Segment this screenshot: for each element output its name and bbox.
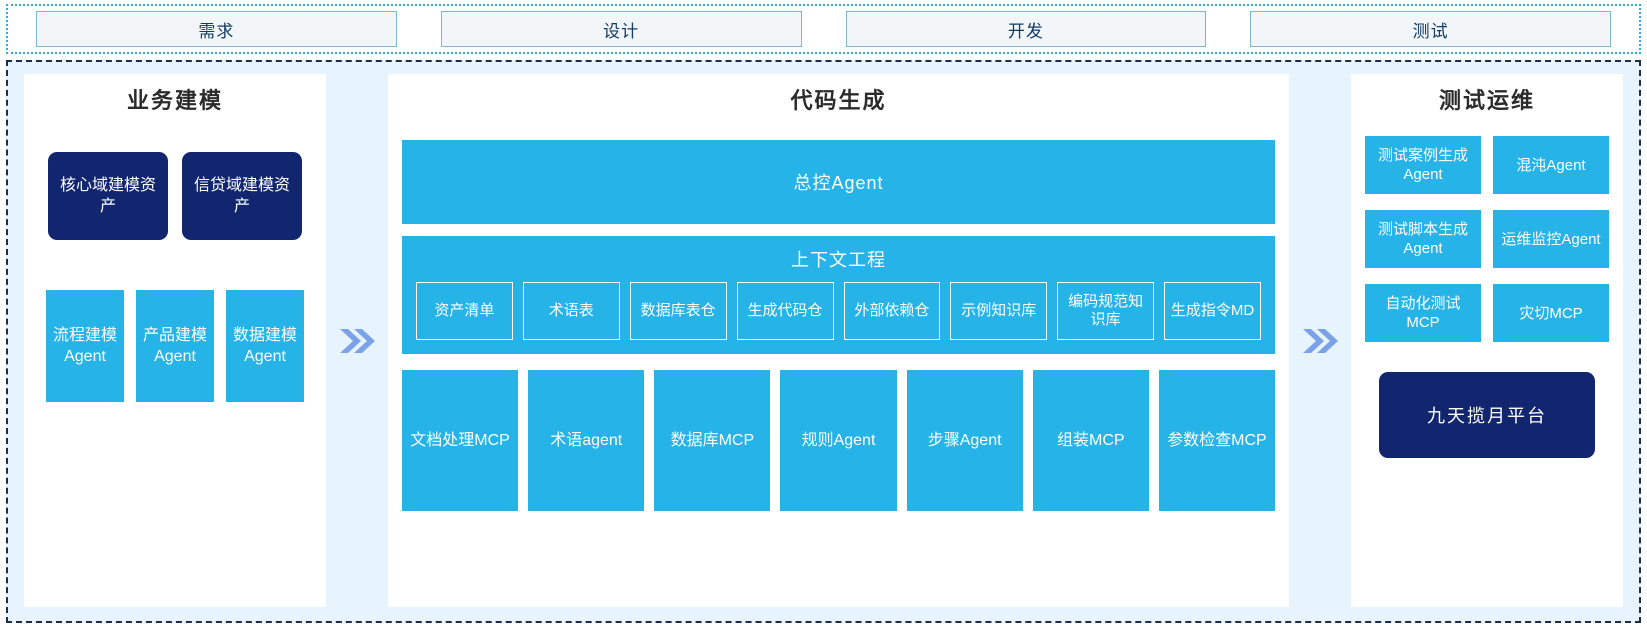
phase-bar: 需求 设计 开发 测试 [6, 4, 1641, 54]
context-chip-generation-instruction-md[interactable]: 生成指令MD [1164, 282, 1261, 341]
stage-panel-code-generation: 代码生成 总控Agent 上下文工程 资产清单 术语表 数据库表仓 生成代码仓 … [388, 74, 1289, 607]
context-chip-glossary[interactable]: 术语表 [522, 282, 620, 341]
stage-panel-test-ops: 测试运维 测试案例生成Agent 混沌Agent 测试脚本生成Agent 运维监… [1351, 74, 1623, 607]
context-chip-generated-code-repo[interactable]: 生成代码仓 [736, 282, 834, 341]
tool-card-terminology-agent[interactable]: 术语agent [528, 370, 645, 512]
agent-card-process-modeling[interactable]: 流程建模Agent [46, 290, 124, 403]
business-agent-row: 流程建模Agent 产品建模Agent 数据建模Agent [38, 290, 312, 403]
context-engineering-block: 上下文工程 资产清单 术语表 数据库表仓 生成代码仓 外部依赖仓 示例知识库 编… [402, 236, 1275, 355]
ops-card-disaster-switch-mcp[interactable]: 灾切MCP [1493, 284, 1609, 343]
code-generation-tool-row: 文档处理MCP 术语agent 数据库MCP 规则Agent 步骤Agent 组… [402, 370, 1275, 512]
context-chip-db-table-repo[interactable]: 数据库表仓 [629, 282, 727, 341]
stage-title-test-ops: 测试运维 [1438, 88, 1535, 113]
phase-tab-testing[interactable]: 测试 [1250, 11, 1611, 47]
context-engineering-title: 上下文工程 [791, 250, 886, 271]
asset-card-core-domain[interactable]: 核心域建模资产 [48, 152, 168, 241]
context-chip-row: 资产清单 术语表 数据库表仓 生成代码仓 外部依赖仓 示例知识库 编码规范知识库… [416, 282, 1261, 341]
stage-panel-business-modeling: 业务建模 核心域建模资产 信贷域建模资产 流程建模Agent 产品建模Agent… [24, 74, 326, 607]
context-chip-example-knowledge-base[interactable]: 示例知识库 [950, 282, 1048, 341]
context-chip-asset-list[interactable]: 资产清单 [416, 282, 513, 341]
context-chip-coding-standard-knowledge-base[interactable]: 编码规范知识库 [1057, 282, 1155, 341]
stage-title-code-generation: 代码生成 [790, 88, 887, 113]
tool-card-database-mcp[interactable]: 数据库MCP [654, 370, 771, 512]
business-asset-row: 核心域建模资产 信贷域建模资产 [38, 152, 312, 241]
context-chip-external-dependency-repo[interactable]: 外部依赖仓 [843, 282, 941, 341]
connector-code-to-test [1289, 74, 1351, 607]
double-chevron-right-icon [1300, 326, 1340, 356]
ops-card-operations-monitoring-agent[interactable]: 运维监控Agent [1493, 210, 1609, 269]
platform-card-jiutian-lanyue[interactable]: 九天揽月平台 [1379, 372, 1595, 459]
master-agent-bar[interactable]: 总控Agent [402, 140, 1275, 225]
ops-card-test-script-generation-agent[interactable]: 测试脚本生成Agent [1365, 210, 1481, 269]
ops-card-automated-testing-mcp[interactable]: 自动化测试MCP [1365, 284, 1481, 343]
phase-tab-requirements[interactable]: 需求 [36, 11, 397, 47]
connector-business-to-code [326, 74, 388, 607]
tool-card-parameter-check-mcp[interactable]: 参数检查MCP [1158, 370, 1275, 512]
stage-title-business-modeling: 业务建模 [126, 88, 223, 113]
ops-card-test-case-generation-agent[interactable]: 测试案例生成Agent [1365, 136, 1481, 195]
agent-card-product-modeling[interactable]: 产品建模Agent [136, 290, 214, 403]
tool-card-document-processing-mcp[interactable]: 文档处理MCP [402, 370, 519, 512]
phase-tab-design[interactable]: 设计 [440, 11, 802, 47]
asset-card-credit-domain[interactable]: 信贷域建模资产 [182, 152, 302, 241]
test-ops-card-grid: 测试案例生成Agent 混沌Agent 测试脚本生成Agent 运维监控Agen… [1365, 136, 1609, 343]
agent-card-data-modeling[interactable]: 数据建模Agent [226, 290, 304, 403]
tool-card-rule-agent[interactable]: 规则Agent [780, 370, 897, 512]
diagram-canvas: 业务建模 核心域建模资产 信贷域建模资产 流程建模Agent 产品建模Agent… [6, 60, 1641, 623]
ops-card-chaos-agent[interactable]: 混沌Agent [1493, 136, 1609, 195]
phase-tab-development[interactable]: 开发 [845, 11, 1207, 47]
tool-card-step-agent[interactable]: 步骤Agent [906, 370, 1023, 512]
tool-card-assembly-mcp[interactable]: 组装MCP [1032, 370, 1149, 512]
double-chevron-right-icon [337, 326, 377, 356]
